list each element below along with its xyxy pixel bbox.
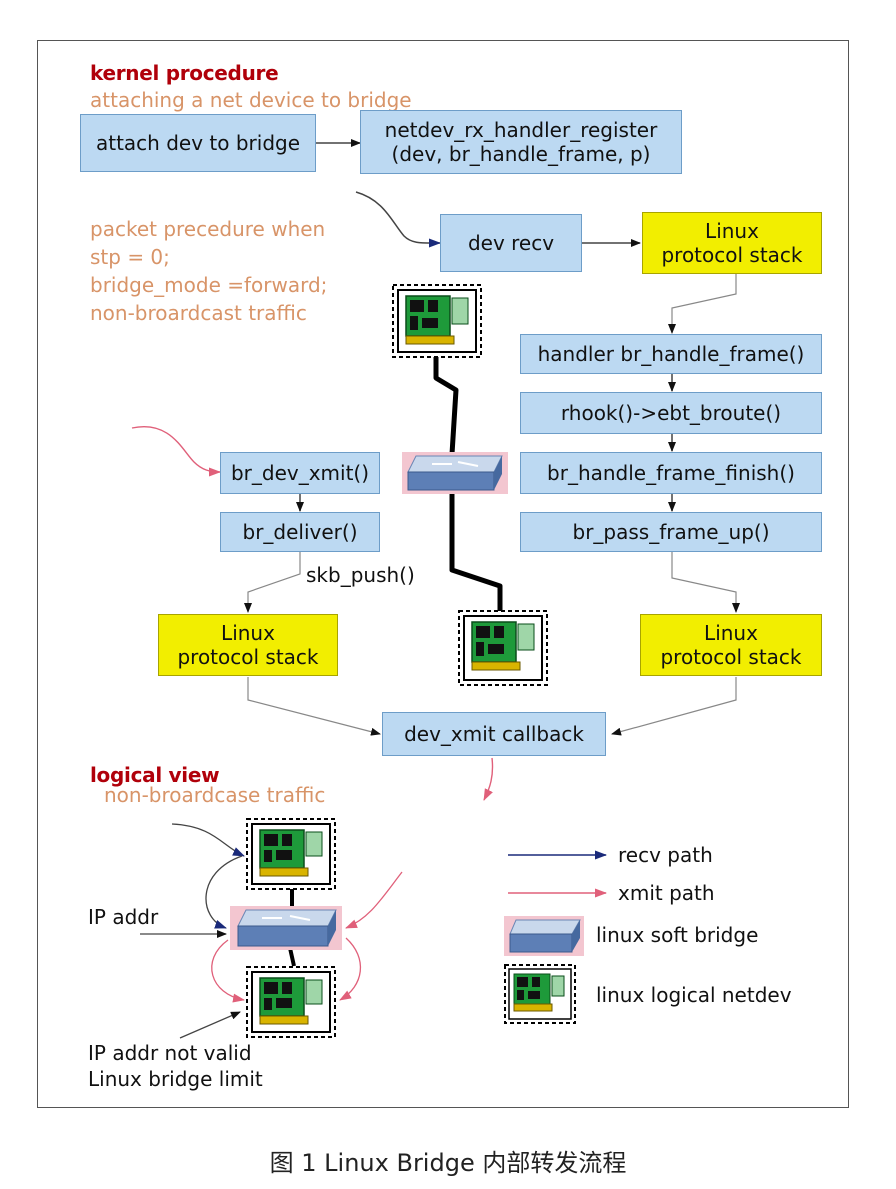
arrow-right-stack-to-callback xyxy=(611,677,737,736)
ip-addr-label: IP addr xyxy=(88,905,159,929)
protocol-stack-right: Linux protocol stack xyxy=(640,614,822,676)
logical-recv-loop xyxy=(205,855,243,929)
protocol-stack-right-line2: protocol stack xyxy=(660,645,802,669)
protocol-stack-right-line1: Linux xyxy=(704,621,758,645)
rhook-box: rhook()->ebt_broute() xyxy=(520,392,822,434)
rx-handler-register-line1: netdev_rx_handler_register xyxy=(384,118,658,142)
handle-frame-finish-box: br_handle_frame_finish() xyxy=(520,452,822,494)
protocol-stack-left-line1: Linux xyxy=(221,621,275,645)
protocol-stack-left: Linux protocol stack xyxy=(158,614,338,676)
netdev-cable xyxy=(433,356,503,612)
diagram-frame xyxy=(37,40,849,1108)
legend-xmit-label: xmit path xyxy=(618,881,715,905)
br-deliver-box: br_deliver() xyxy=(220,512,380,552)
bridge-limit-label: Linux bridge limit xyxy=(88,1067,263,1091)
arrow-stack-to-handler xyxy=(668,274,737,334)
arrow-into-dev-recv xyxy=(355,191,441,248)
rx-handler-register-line2: (dev, br_handle_frame, p) xyxy=(391,142,651,166)
network-card-icon xyxy=(458,610,548,686)
ip-addr-invalid-label: IP addr not valid xyxy=(88,1041,252,1065)
protocol-stack-top-line1: Linux xyxy=(705,219,759,243)
packet-procedure-note: packet precedure when stp = 0; bridge_mo… xyxy=(90,215,327,327)
logical-link-bottom xyxy=(288,947,296,967)
figure-caption: 图 1 Linux Bridge 内部转发流程 xyxy=(269,1149,627,1177)
note-line-2: stp = 0; xyxy=(90,245,170,269)
note-line-3: bridge_mode =forward; xyxy=(90,273,328,297)
pass-frame-up-box: br_pass_frame_up() xyxy=(520,512,822,552)
network-card-icon xyxy=(504,964,576,1024)
arrow-into-br-dev-xmit xyxy=(131,425,221,477)
logical-xmit-right xyxy=(339,937,361,1001)
logical-xmit-left xyxy=(211,939,245,1003)
protocol-stack-left-line2: protocol stack xyxy=(177,645,319,669)
note-line-1: packet precedure when xyxy=(90,217,326,241)
logical-invalid-arrow xyxy=(179,1011,241,1039)
network-card-icon xyxy=(246,818,336,890)
logical-view-title: logical view xyxy=(90,763,220,787)
kernel-procedure-title: kernel procedure xyxy=(90,61,279,85)
logical-xmit-in xyxy=(345,871,403,929)
note-line-4: non-broardcast traffic xyxy=(90,301,307,325)
br-dev-xmit-box: br_dev_xmit() xyxy=(220,452,380,494)
arrow-deliver-to-stack xyxy=(244,552,301,613)
network-card-icon xyxy=(246,966,336,1038)
protocol-stack-top-line2: protocol stack xyxy=(661,243,803,267)
logical-recv-in xyxy=(171,823,245,857)
arrow-left-stack-to-callback xyxy=(247,677,381,736)
attach-dev-box: attach dev to bridge xyxy=(80,114,316,172)
skb-push-label: skb_push() xyxy=(306,563,415,587)
switch-icon xyxy=(230,906,342,950)
rx-handler-register-box: netdev_rx_handler_register (dev, br_hand… xyxy=(360,110,682,174)
dev-recv-box: dev recv xyxy=(440,214,582,272)
protocol-stack-top: Linux protocol stack xyxy=(642,212,822,274)
logical-view-subtitle: non-broardcase traffic xyxy=(104,783,326,807)
switch-icon xyxy=(402,452,508,494)
legend-logical-netdev-label: linux logical netdev xyxy=(596,983,792,1007)
arrow-callback-out xyxy=(483,757,494,801)
arrow-passup-to-stack xyxy=(671,552,740,613)
handler-box: handler br_handle_frame() xyxy=(520,334,822,374)
switch-icon xyxy=(504,916,584,956)
legend-recv-label: recv path xyxy=(618,843,713,867)
dev-xmit-callback-box: dev_xmit callback xyxy=(382,712,606,756)
network-card-icon xyxy=(392,284,482,358)
kernel-procedure-subtitle: attaching a net device to bridge xyxy=(90,88,412,112)
legend-soft-bridge-label: linux soft bridge xyxy=(596,923,759,947)
